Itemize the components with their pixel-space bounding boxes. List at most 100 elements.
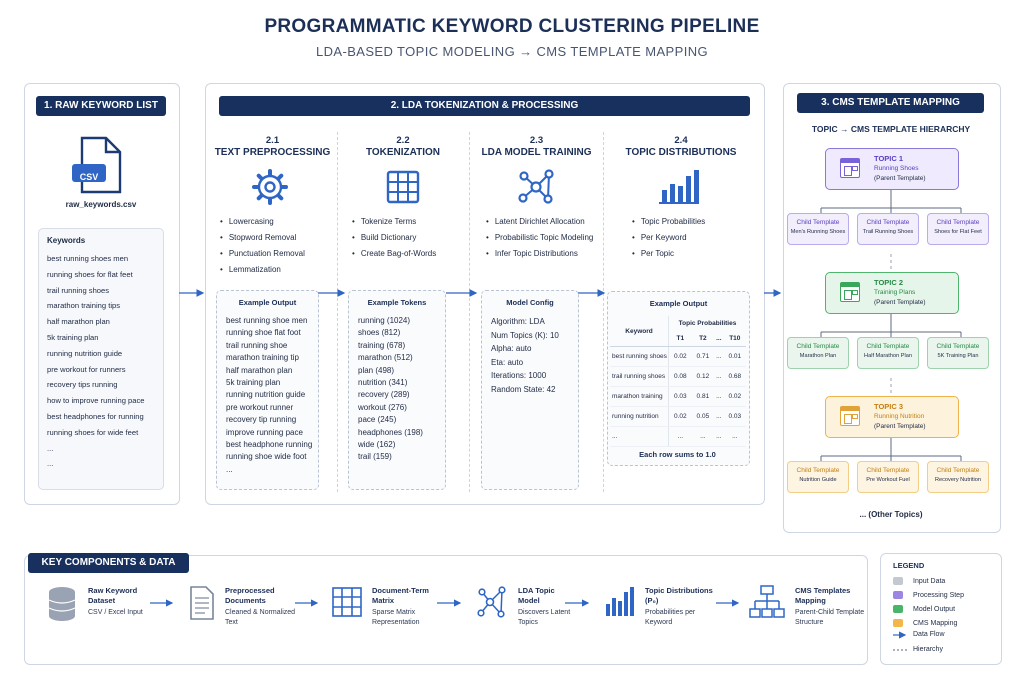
topic-parent-label: (Parent Template) (874, 175, 926, 182)
template-icon (840, 282, 860, 302)
box-line: Iterations: 1000 (491, 371, 547, 381)
keyword-item[interactable]: best running shoes men (47, 254, 129, 263)
keyword-item[interactable]: marathon training tips (47, 301, 121, 311)
keyword-item[interactable]: 5k training plan (47, 332, 99, 342)
hierarchy-icon (749, 585, 785, 618)
table-row[interactable]: ............... (610, 426, 746, 447)
page-subtitle: LDA-BASED TOPIC MODELING → CMS TEMPLATE … (315, 44, 709, 59)
keyword-item[interactable]: half marathon plan (47, 317, 110, 327)
keyword-item[interactable]: recovery tips running (47, 380, 118, 390)
box-line: best headphone running (226, 440, 313, 450)
document-icon (190, 586, 214, 620)
probability-cell: 0.02 (668, 346, 692, 367)
topic-subject: Running Shoes (874, 165, 919, 172)
flow-step-title-2: Matrix (372, 596, 395, 605)
bullet-item: Build Dictionary (352, 233, 436, 242)
topic-subject: Running Nutrition (874, 413, 925, 420)
flow-step-title: Raw Keyword (88, 586, 138, 595)
box-line: improve running pace (226, 427, 303, 437)
example-tokens-lines: running (1024)shoes (812)training (678)m… (349, 307, 445, 464)
bullet-item: Stopword Removal (220, 233, 305, 242)
bullet-item: Topic Probabilities (632, 217, 705, 226)
flow-step-title-2: Mapping (795, 596, 826, 605)
box-line: Random State: 42 (491, 384, 556, 394)
column-header: ... (714, 330, 724, 347)
distributions-number: 2.4 (674, 135, 688, 146)
keyword-item[interactable]: running shoes for flat feet (47, 269, 133, 279)
box-line: Num Topics (K): 10 (491, 330, 559, 340)
keyword-item[interactable]: how to improve running pace (47, 396, 145, 406)
bullet-item: Create Bag-of-Words (352, 249, 436, 258)
flow-step-desc: Cleaned & Normalized (225, 609, 296, 616)
keyword-item[interactable]: running nutrition guide (47, 348, 123, 358)
preprocessing-number: 2.1 (265, 135, 280, 146)
row-keyword: ... (610, 426, 669, 447)
child-template-name: Nutrition Guide (799, 477, 837, 483)
bar-chart-icon (659, 170, 699, 204)
box-line: Algorithm: LDA (491, 317, 545, 326)
training-number: 2.3 (529, 135, 544, 146)
child-template-name: Recovery Nutrition (934, 477, 981, 483)
flow-step-desc-2: Topics (518, 619, 538, 626)
flow-step-desc-2: Structure (795, 619, 824, 626)
keyword-item[interactable]: running shoes for wide feet (47, 427, 139, 437)
bullet-item: Latent Dirichlet Allocation (486, 217, 593, 226)
keyword-item[interactable]: trail running shoes (47, 285, 110, 295)
row-keyword: trail running shoes (610, 366, 669, 387)
keywords-list: best running shoes men running shoes for … (39, 245, 163, 472)
box-line: wide (162) (358, 440, 396, 450)
keyword-item[interactable]: ... (47, 443, 54, 453)
flow-step-desc: CSV / Excel Input (88, 609, 143, 616)
box-line: running nutrition guide (226, 390, 306, 400)
template-icon-bar (841, 283, 859, 287)
probability-cell: 0.71 (691, 346, 715, 367)
flow-step-title: CMS Templates (795, 586, 851, 595)
legend-label: CMS Mapping (913, 619, 958, 627)
probability-cell: 0.01 (723, 346, 746, 367)
flow-step-desc: Sparse Matrix (372, 609, 416, 616)
keyword-item[interactable]: pre workout for runners (47, 364, 126, 374)
column-header: T1 (668, 330, 692, 347)
file-name[interactable]: raw_keywords.csv (65, 200, 137, 209)
grid-icon (386, 170, 420, 204)
topic-subject: Training Plans (874, 289, 916, 296)
column-header: T10 (723, 330, 746, 347)
flow-step-desc: Discovers Latent (518, 609, 571, 616)
box-line: trail running shoe (226, 340, 288, 350)
legend-label: Input Data (913, 577, 946, 585)
flow-step-desc-2: Keyword (645, 619, 673, 626)
topic-parent-label: (Parent Template) (874, 423, 926, 430)
keyword-item[interactable]: best headphones for running (47, 411, 144, 421)
preprocessing-title: TEXT PREPROCESSING (214, 147, 331, 158)
legend-item: Processing Step (893, 591, 964, 599)
bullet-item: Infer Topic Distributions (486, 249, 593, 258)
box-line: recovery tip running (226, 415, 297, 425)
lda-banner: 2. LDA TOKENIZATION & PROCESSING (219, 96, 750, 116)
box-line: training (678) (358, 340, 406, 350)
keyword-item[interactable]: ... (47, 459, 54, 469)
distribution-bars-icon (606, 587, 634, 616)
probability-cell: 0.08 (668, 366, 692, 387)
